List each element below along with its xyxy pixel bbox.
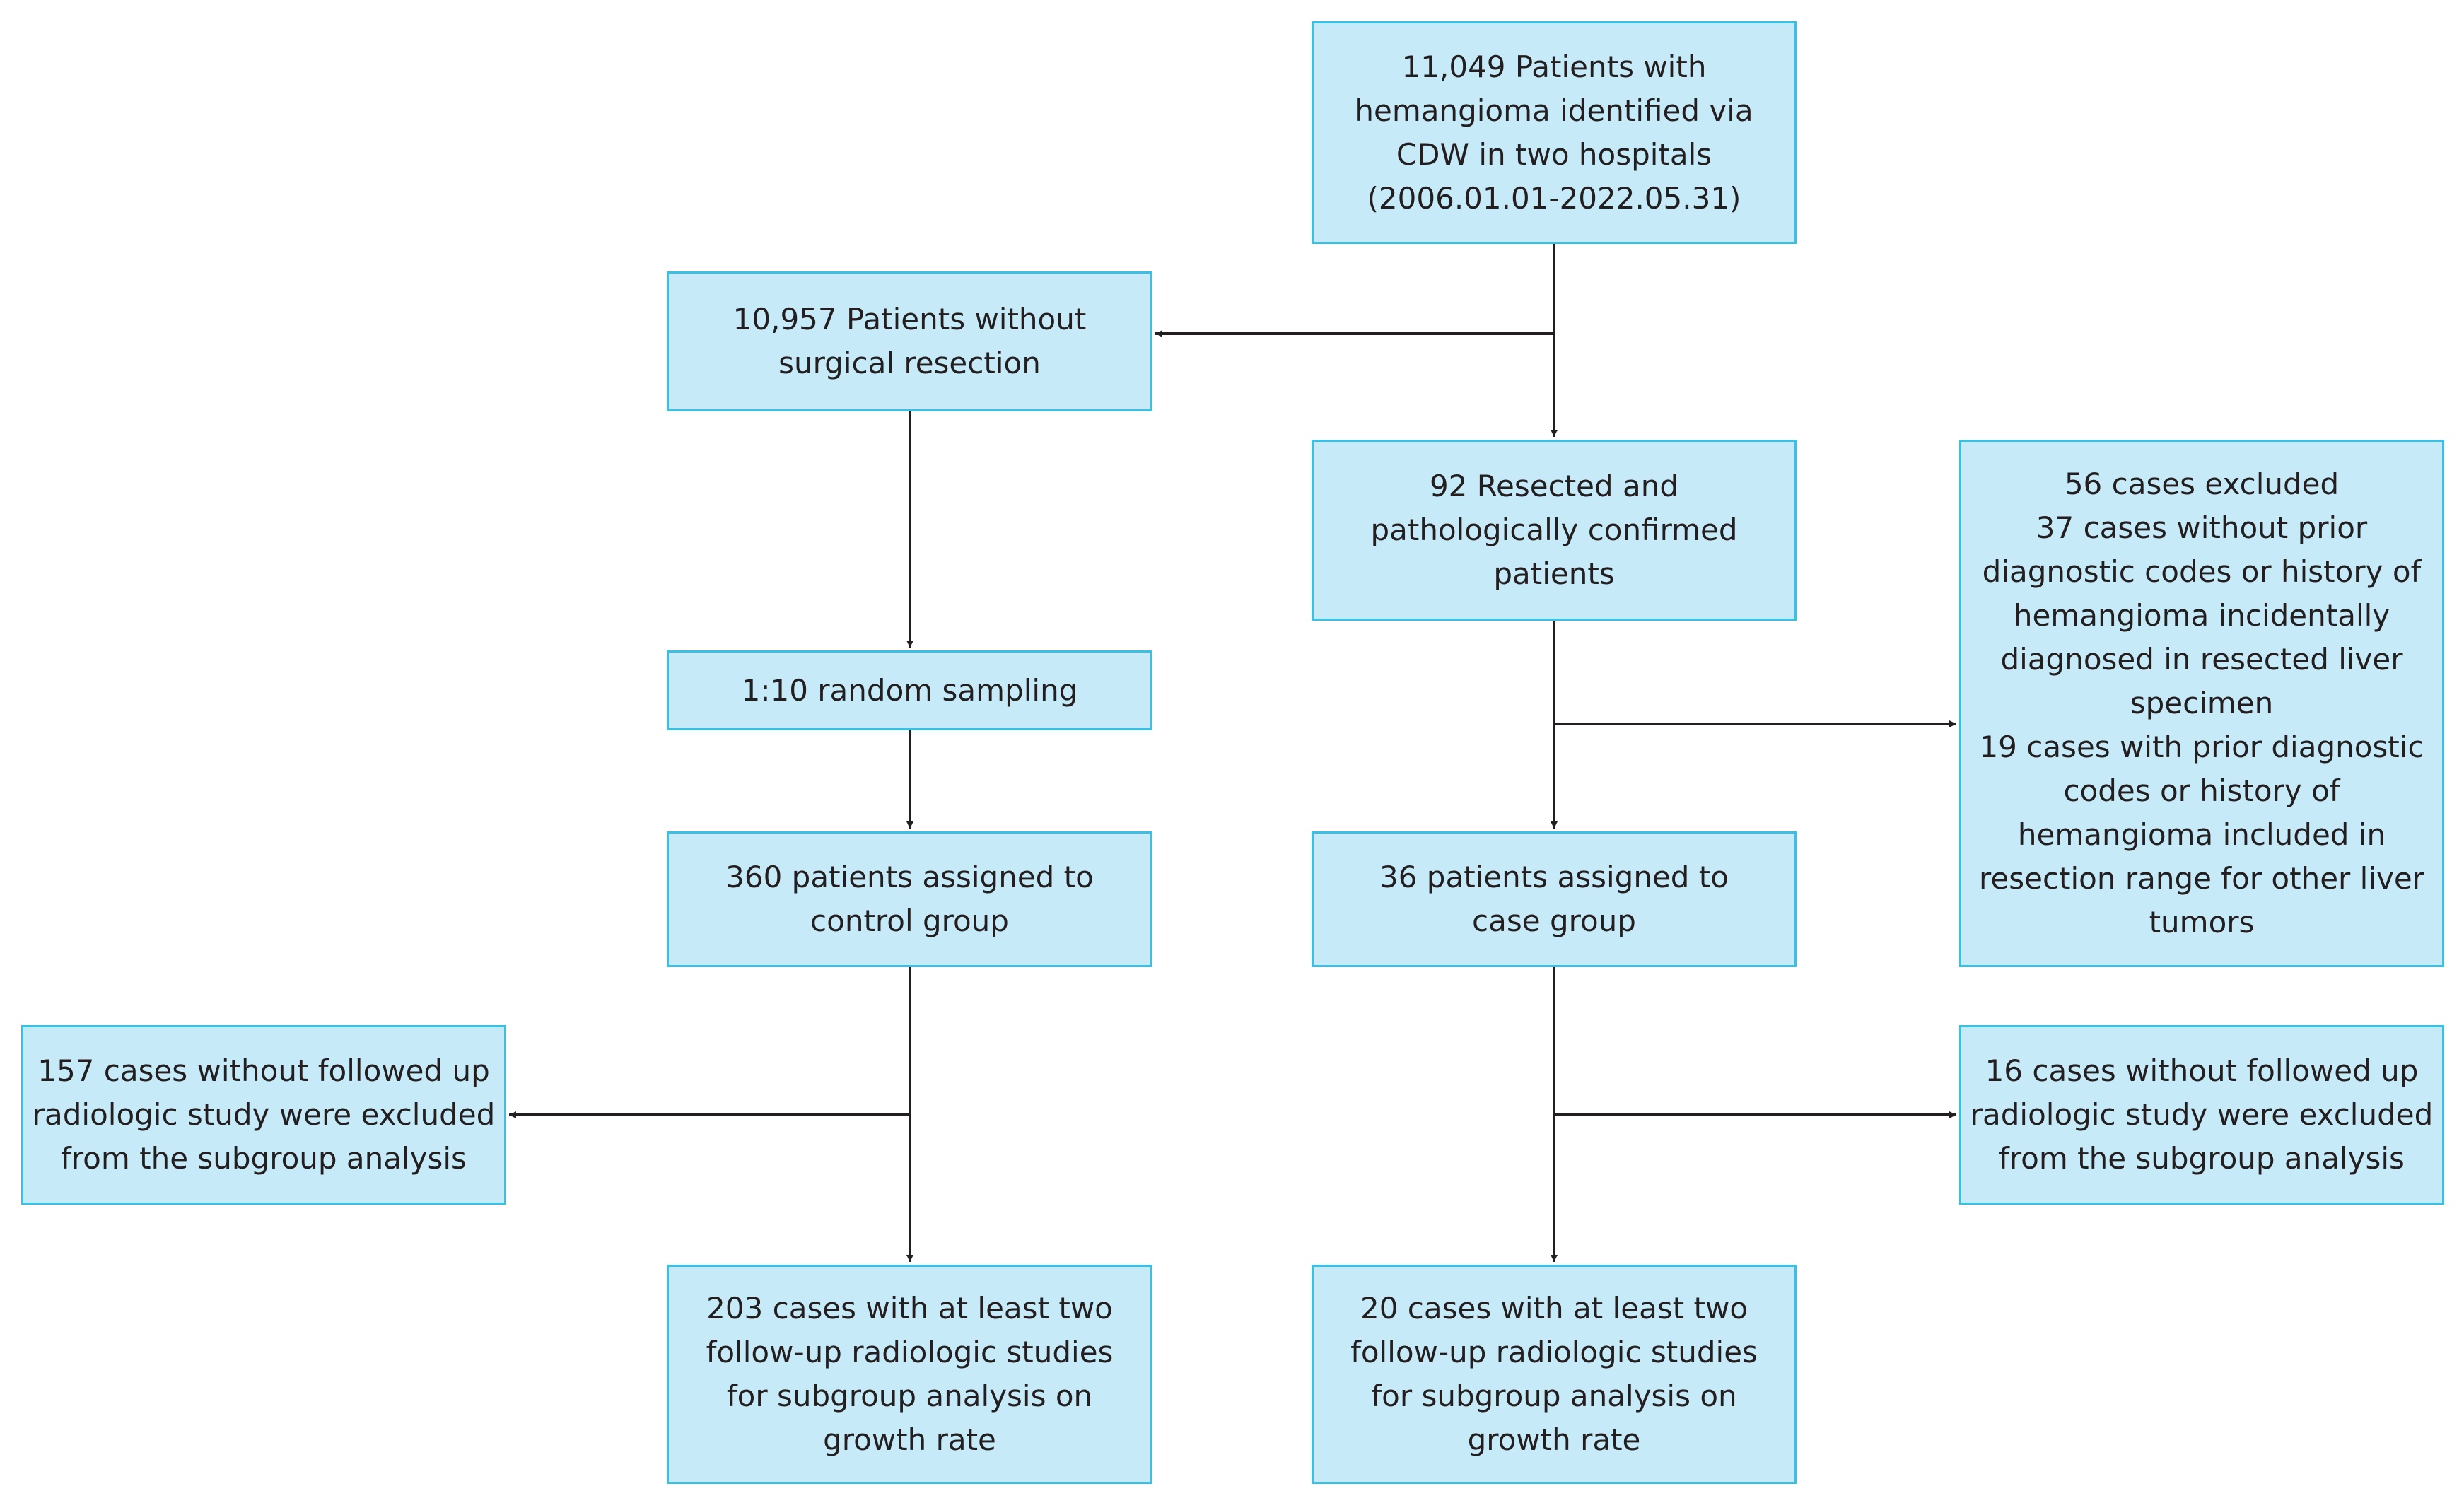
box-text-line: follow-up radiologic studies	[706, 1335, 1114, 1369]
box-text-line: from the subgroup analysis	[61, 1141, 467, 1176]
box-text-line: growth rate	[1467, 1422, 1641, 1457]
box-text-line: tumors	[2149, 905, 2255, 940]
box-text-line: 20 cases with at least two	[1360, 1291, 1748, 1326]
box-total-patients: 11,049 Patients with hemangioma identifie…	[1312, 21, 1797, 244]
box-text-line: from the subgroup analysis	[1999, 1141, 2405, 1176]
box-text-line: surgical resection	[778, 346, 1041, 380]
box-text-line: hemangioma included in	[2017, 817, 2386, 852]
box-text-line: case group	[1472, 903, 1636, 938]
box-text-line: 56 cases excluded	[2064, 467, 2340, 501]
box-text-line: 16 cases without followed up	[1985, 1053, 2419, 1088]
box-excluded-16: 16 cases without followed up radiologic s…	[1959, 1025, 2444, 1205]
box-text-line: CDW in two hospitals	[1396, 136, 1712, 172]
box-text-line: growth rate	[823, 1422, 996, 1457]
box-text-line: radiologic study were excluded	[32, 1097, 496, 1132]
box-text-line: 10,957 Patients without	[732, 302, 1087, 337]
box-case-followup: 20 cases with at least two follow-up radi…	[1312, 1265, 1797, 1484]
box-without-resection: 10,957 Patients without surgical resectio…	[667, 271, 1152, 411]
box-text-line: specimen	[2130, 686, 2274, 720]
box-text-line: 92 Resected and	[1429, 469, 1679, 503]
box-text-line: codes or history of	[2063, 773, 2340, 808]
box-text-line: 19 cases with prior diagnostic	[1979, 730, 2424, 764]
box-text-line: hemangioma identified via	[1355, 93, 1753, 128]
box-text-line: (2006.01.01-2022.05.31)	[1367, 180, 1741, 216]
box-text-line: 1:10 random sampling	[741, 672, 1078, 708]
box-excluded-56: 56 cases excluded 37 cases without prior d…	[1959, 440, 2444, 967]
box-text-line: 157 cases without followed up	[37, 1053, 490, 1088]
box-text-line: control group	[810, 903, 1009, 938]
box-text-line: for subgroup analysis on	[726, 1379, 1093, 1413]
box-text-line: pathologically confirmed	[1370, 513, 1738, 547]
box-control-followup: 203 cases with at least two follow-up rad…	[667, 1265, 1152, 1484]
box-text-line: diagnosed in resected liver	[2000, 642, 2403, 677]
box-text-line: diagnostic codes or history of	[1982, 554, 2422, 589]
box-text-line: follow-up radiologic studies	[1350, 1335, 1758, 1369]
box-text-line: 203 cases with at least two	[706, 1291, 1113, 1326]
box-text-line: 360 patients assigned to	[725, 860, 1094, 894]
box-text-line: radiologic study were excluded	[1970, 1097, 2434, 1132]
box-resected-confirmed: 92 Resected and pathologically confirmed p…	[1312, 440, 1797, 621]
box-text-line: patients	[1493, 556, 1615, 591]
box-random-sampling: 1:10 random sampling	[667, 650, 1152, 730]
box-text-line: for subgroup analysis on	[1371, 1379, 1737, 1413]
box-text-line: 11,049 Patients with	[1401, 49, 1707, 84]
box-text-line: 36 patients assigned to	[1379, 860, 1729, 894]
box-control-group: 360 patients assigned to control group	[667, 831, 1152, 967]
box-text-line: hemangioma incidentally	[2013, 598, 2390, 633]
box-text-line: resection range for other liver	[1979, 861, 2424, 896]
box-excluded-157: 157 cases without followed up radiologic …	[21, 1025, 506, 1205]
box-text-line: 37 cases without prior	[2036, 510, 2368, 545]
box-case-group: 36 patients assigned to case group	[1312, 831, 1797, 967]
